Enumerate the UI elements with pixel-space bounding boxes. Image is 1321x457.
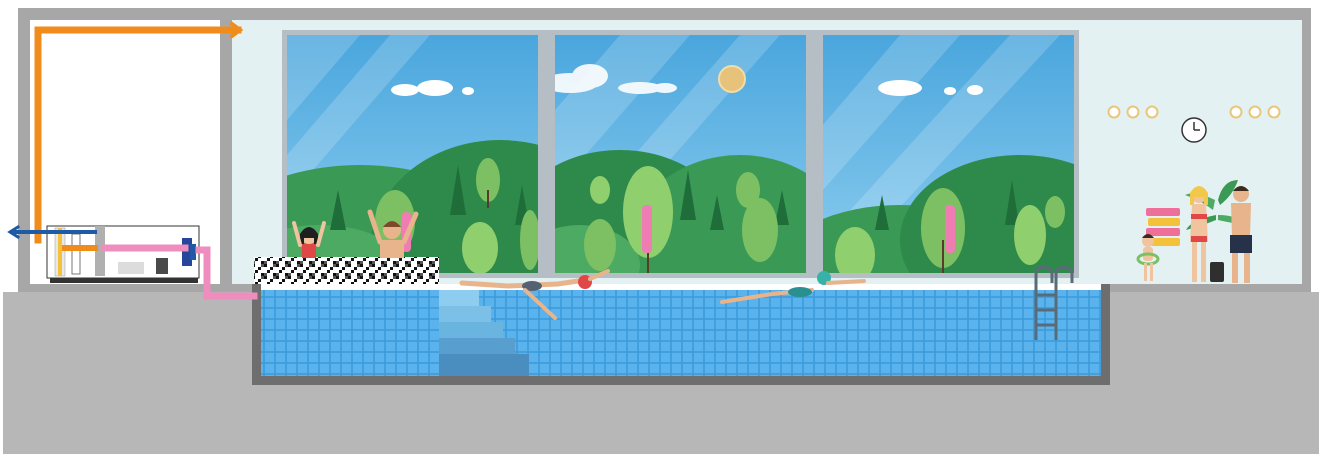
light-icon (1250, 107, 1261, 118)
sun-icon (719, 66, 745, 92)
swimming-pool (252, 267, 1110, 385)
light-icon (1109, 107, 1120, 118)
mosaic-wall (254, 257, 439, 287)
heat-pump-dehumidifier (47, 226, 199, 283)
light-icon (1128, 107, 1139, 118)
wall-clock-icon (1182, 118, 1206, 142)
light-icon (1269, 107, 1280, 118)
light-icon (1147, 107, 1158, 118)
light-icon (1231, 107, 1242, 118)
